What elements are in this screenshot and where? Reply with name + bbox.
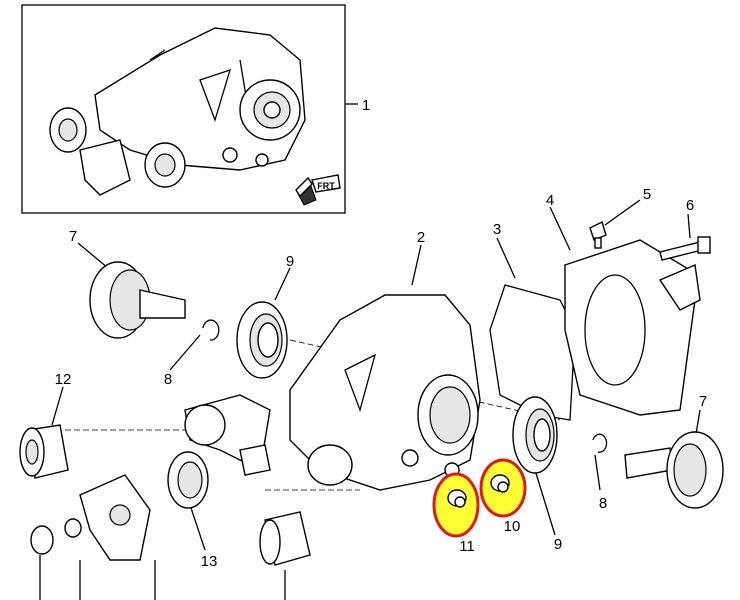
part-4-cover	[564, 239, 701, 416]
callout-4: 4	[546, 192, 554, 209]
callout-9-right: 9	[554, 536, 562, 553]
part-11-highlighted	[432, 472, 480, 538]
part-12-bushing	[19, 424, 69, 479]
callout-12: 12	[55, 371, 72, 388]
callout-11: 11	[459, 538, 475, 555]
part-13-seal	[167, 451, 209, 509]
front-arrow-label: FRT	[317, 181, 335, 191]
part-7-right-flange	[624, 431, 724, 509]
callout-2: 2	[417, 229, 425, 246]
part-9-right-seal	[512, 396, 558, 474]
part-2-housing	[184, 294, 481, 491]
part-6-bolt	[659, 236, 711, 261]
callout-10: 10	[504, 518, 521, 535]
part-10-highlighted	[479, 458, 527, 518]
callout-8-right: 8	[599, 495, 607, 512]
front-arrow-icon: FRT	[295, 174, 341, 206]
callout-8-left: 8	[164, 371, 172, 388]
part-8-left-clip	[202, 319, 220, 341]
callout-1: 1	[362, 97, 370, 114]
part-8-right-clip	[592, 433, 608, 453]
bottom-left-parts	[30, 474, 151, 561]
inset-assembly-view: FRT	[21, 4, 346, 214]
callout-5: 5	[643, 186, 651, 203]
part-7-left-flange	[89, 261, 186, 339]
part-5-vent	[589, 221, 607, 249]
callout-13: 13	[201, 553, 218, 570]
callout-7-right: 7	[699, 393, 707, 410]
callout-6: 6	[686, 197, 694, 214]
part-9-left-seal	[236, 301, 288, 379]
callout-7-left: 7	[69, 228, 77, 245]
bottom-bushing	[259, 511, 311, 566]
callout-9-left: 9	[286, 253, 294, 270]
callout-3: 3	[493, 221, 501, 238]
callout-labels: 1 2 3 4 5 6 7 7 8 8 9 9 10 11 12 13	[55, 97, 708, 570]
